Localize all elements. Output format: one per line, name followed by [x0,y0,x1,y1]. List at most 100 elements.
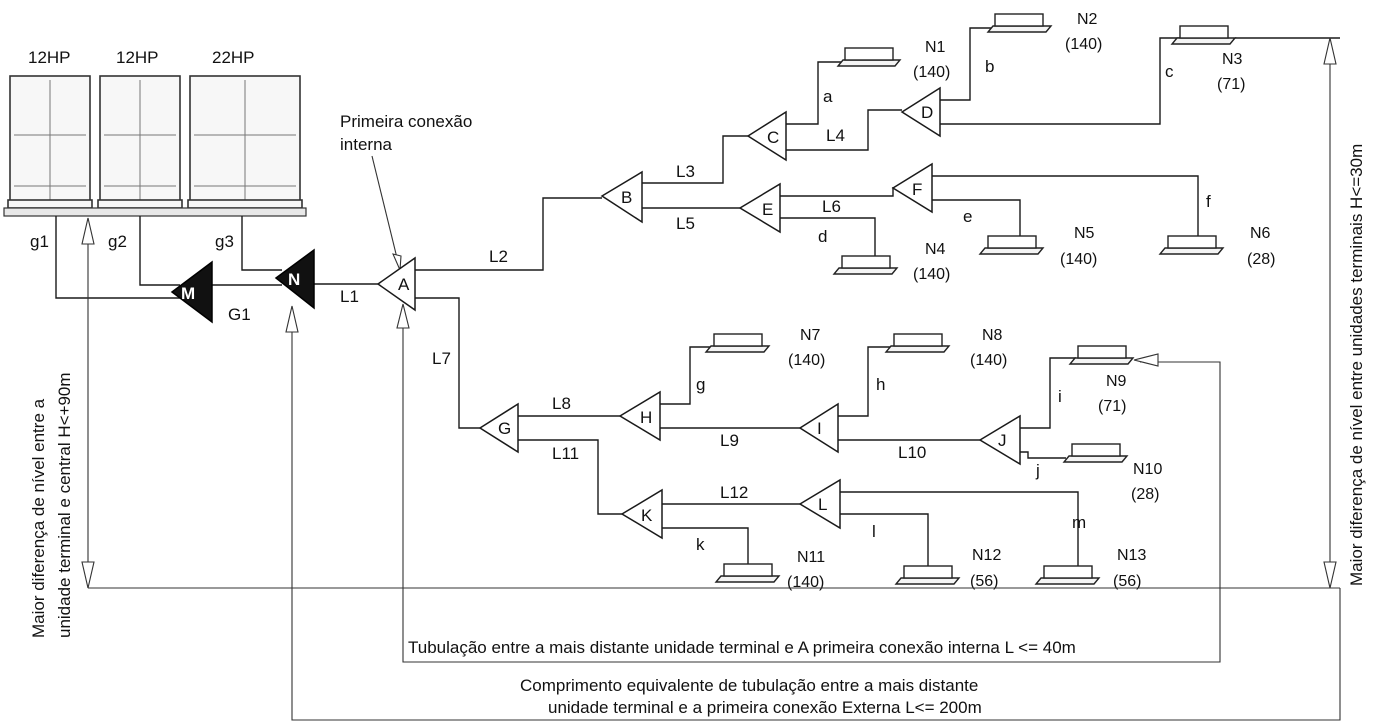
outdoor-unit-2 [97,75,183,209]
pipe-c [940,37,1180,125]
indoor-unit-N4 [832,255,899,275]
N4-name: N4 [925,241,946,258]
label-L1: L1 [340,287,359,306]
external-length-dim [291,320,1341,721]
N3-cap: (71) [1217,76,1245,93]
N6-name: N6 [1250,225,1271,242]
external-length-annotation-2: unidade terminal e a primeira conexão Ex… [548,698,982,717]
left-vertical-annotation-2: unidade terminal e central H<+90m [55,372,74,638]
pipe-L4 [786,109,902,151]
indoor-unit-N3 [1170,25,1237,45]
joint-F-label: F [912,180,922,199]
joint-H [618,390,661,442]
ou3-capacity: 22HP [212,48,255,67]
N2-cap: (140) [1065,36,1102,53]
joint-L [798,478,841,530]
pipe-h [838,346,892,417]
joint-J-label: J [998,431,1007,450]
N1-cap: (140) [913,64,950,81]
joint-C-label: C [767,128,779,147]
pipe-i [1020,357,1076,429]
N1-name: N1 [925,39,946,56]
N5-cap: (140) [1060,251,1097,268]
indoor-unit-N10 [1062,443,1129,463]
first-connection-label-2: interna [340,135,393,154]
left-height-arrow-top [81,217,95,245]
label-l: l [872,522,876,541]
first-connection-arrowhead [392,253,402,271]
N13-name: N13 [1117,547,1146,564]
label-f: f [1206,192,1211,211]
outdoor-unit-3 [187,75,303,209]
label-L9: L9 [720,431,739,450]
joint-C [746,110,787,162]
label-m: m [1072,513,1086,532]
external-length-annotation-1: Comprimento equivalente de tubulação ent… [520,676,978,695]
N10-name: N10 [1133,461,1162,478]
joint-N-label: N [288,270,300,289]
joint-B [600,170,643,224]
outdoor-unit-1 [7,75,93,209]
indoor-unit-N8 [884,333,951,353]
pipe-L11 [518,439,622,515]
label-k: k [696,535,705,554]
N3-name: N3 [1222,51,1243,68]
outdoor-base-rail [3,207,307,217]
N9-level-arrow [1133,353,1159,367]
indoor-unit-N9 [1068,345,1135,365]
label-L8: L8 [552,394,571,413]
pipe-e [932,199,1021,236]
joint-D [900,86,941,138]
joint-B-label: B [621,188,632,207]
N11-cap: (140) [787,574,824,591]
label-g2: g2 [108,232,127,251]
indoor-unit-N13 [1034,565,1101,585]
pipe-L3 [642,135,748,184]
label-L3: L3 [676,162,695,181]
label-L7: L7 [432,349,451,368]
indoor-unit-N1 [836,47,902,67]
pipe-m [840,491,1079,566]
N8-cap: (140) [970,352,1007,369]
N2-name: N2 [1077,11,1098,28]
joint-N [274,248,315,310]
right-height-arrow-top [1323,37,1337,65]
N9-name: N9 [1106,373,1127,390]
label-c: c [1165,62,1174,81]
joint-K [620,488,663,540]
label-d: d [818,227,827,246]
N8-name: N8 [982,327,1003,344]
joint-I-label: I [817,419,822,438]
label-i: i [1058,387,1062,406]
N12-name: N12 [972,547,1001,564]
joint-I [798,402,839,454]
indoor-unit-N2 [986,13,1053,33]
joint-K-label: K [641,506,653,525]
first-connection-leader [371,155,399,263]
internal-length-dim [402,316,1221,663]
joint-E [738,182,781,234]
N5-name: N5 [1074,225,1095,242]
external-length-arrow [285,305,299,333]
label-h: h [876,375,885,394]
pipe-j [1020,451,1066,459]
internal-length-arrow [396,303,410,329]
joint-G [478,402,519,454]
left-vertical-annotation-1: Maior diferença de nível entre a [29,398,48,638]
label-L11: L11 [552,444,579,463]
pipe-a [786,61,845,125]
ou2-capacity: 12HP [116,48,159,67]
pipe-b [940,27,995,101]
pipe-k [662,527,749,564]
indoor-unit-N6 [1158,235,1225,255]
label-L10: L10 [898,443,926,462]
internal-length-annotation: Tubulação entre a mais distante unidade … [408,638,1076,657]
joint-M [170,260,213,324]
label-g3: g3 [215,232,234,251]
N7-cap: (140) [788,352,825,369]
left-height-arrow-bottom [81,561,95,589]
pipe-f [932,175,1199,236]
pipe-g3 [241,216,282,271]
N6-cap: (28) [1247,251,1275,268]
